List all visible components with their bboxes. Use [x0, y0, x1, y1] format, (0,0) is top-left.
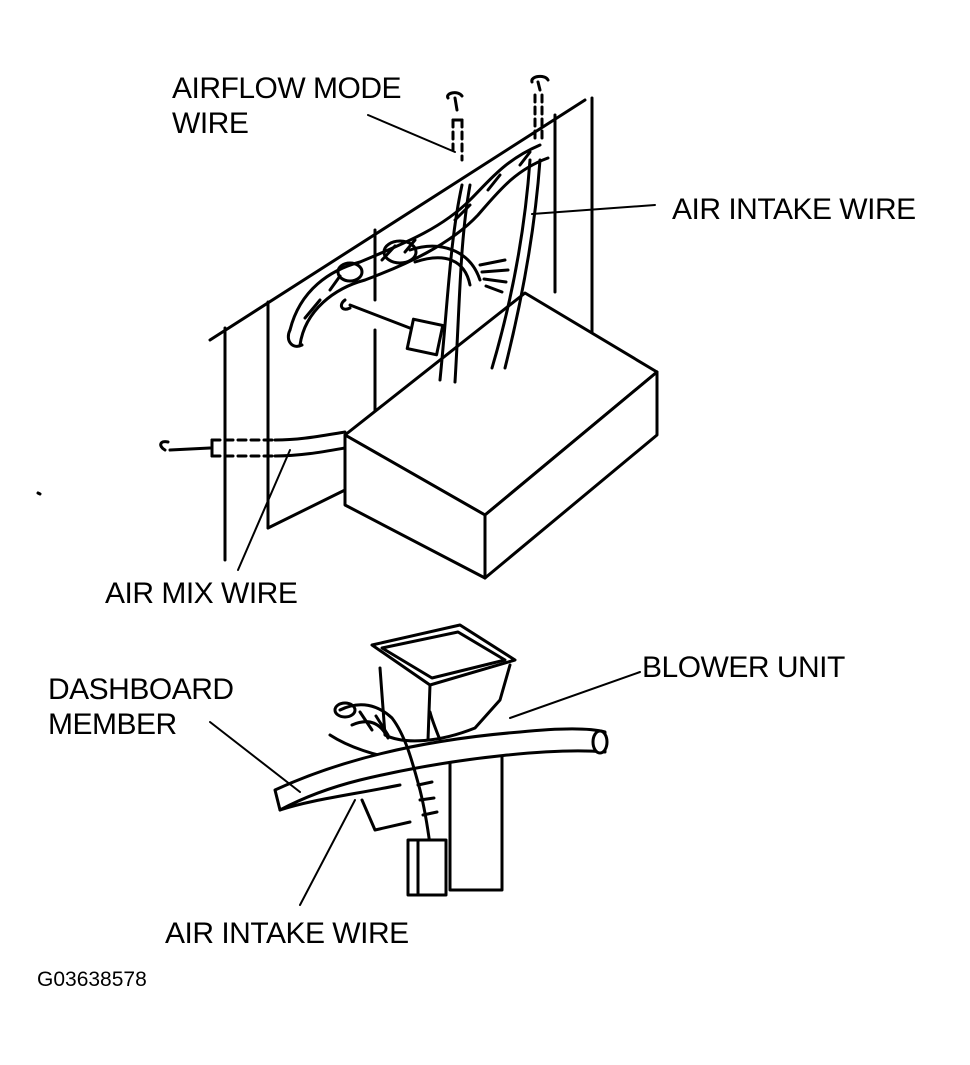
leader-lines-lower	[209, 671, 641, 906]
air-mix-wire-drawing	[159, 430, 347, 458]
clip-fastener	[339, 298, 445, 357]
label-air-mix-wire: AIR MIX WIRE	[105, 577, 298, 610]
heater-box	[343, 291, 659, 580]
control-wires	[408, 74, 550, 384]
leader-lines-upper	[237, 114, 656, 571]
label-air-intake-wire-lower: AIR INTAKE WIRE	[165, 917, 409, 950]
wire-harness	[286, 143, 550, 348]
dashboard-member-drawing	[273, 727, 609, 812]
label-blower-unit: BLOWER UNIT	[642, 651, 845, 684]
label-dashboard-member-line1: DASHBOARD	[48, 673, 234, 706]
dash-wall-panels	[208, 96, 594, 562]
label-dashboard-member-line2: MEMBER	[48, 708, 177, 741]
blower-unit-drawing	[328, 623, 517, 892]
label-air-intake-wire-upper: AIR INTAKE WIRE	[672, 193, 916, 226]
figure-code: G03638578	[37, 968, 147, 991]
speck	[36, 491, 42, 496]
label-airflow-mode-wire-line1: AIRFLOW MODE	[172, 72, 402, 105]
lower-wire-connector	[333, 701, 448, 897]
label-airflow-mode-wire-line2: WIRE	[172, 107, 249, 140]
